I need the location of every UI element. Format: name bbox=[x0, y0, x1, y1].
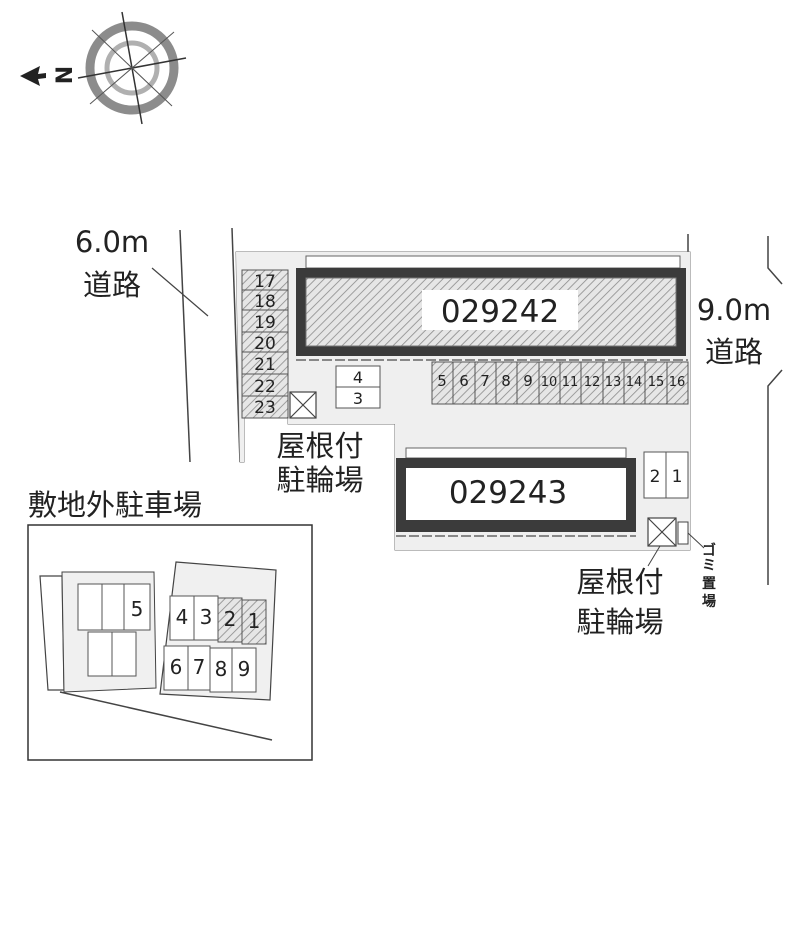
bike-shelter-1-line1: 屋根付 bbox=[276, 429, 363, 463]
parking-left-column bbox=[241, 269, 289, 419]
parking-21: 21 bbox=[254, 355, 276, 375]
parking-right-pair bbox=[643, 451, 689, 499]
bike-shelter-2-icon bbox=[647, 517, 677, 567]
parking-23: 23 bbox=[254, 398, 276, 418]
parking-8: 8 bbox=[501, 372, 511, 390]
offsite-parking-6: 6 bbox=[170, 655, 183, 679]
road-left bbox=[151, 227, 241, 463]
parking-4: 4 bbox=[353, 368, 363, 387]
parking-2: 2 bbox=[650, 467, 661, 487]
parking-5: 5 bbox=[437, 372, 447, 390]
parking-7: 7 bbox=[480, 372, 490, 390]
parking-small-pair bbox=[335, 365, 381, 409]
building-label-029242: 029242 bbox=[441, 294, 559, 330]
parking-9: 9 bbox=[523, 372, 533, 390]
parking-10: 10 bbox=[541, 375, 558, 390]
parking-20: 20 bbox=[254, 334, 276, 354]
building-029242 bbox=[296, 255, 688, 361]
parking-3: 3 bbox=[353, 389, 363, 408]
road-right-width: 9.0m bbox=[697, 293, 771, 327]
offsite-parking-4: 4 bbox=[176, 605, 189, 629]
parking-1: 1 bbox=[672, 467, 683, 487]
parking-19: 19 bbox=[254, 313, 276, 333]
building-029243 bbox=[396, 447, 636, 537]
offsite-parking-8: 8 bbox=[215, 657, 228, 681]
garbage-label-4: 場 bbox=[702, 593, 716, 610]
parking-13: 13 bbox=[605, 375, 622, 390]
parking-17: 17 bbox=[254, 272, 276, 292]
parking-18: 18 bbox=[254, 292, 276, 312]
garbage-label-2: ミ bbox=[702, 558, 716, 574]
parking-row bbox=[431, 361, 689, 405]
parking-16: 16 bbox=[669, 375, 686, 390]
offsite-parking-2: 2 bbox=[224, 607, 237, 631]
compass-icon bbox=[20, 11, 187, 125]
offsite-parking-7: 7 bbox=[193, 655, 206, 679]
north-letter: N bbox=[53, 66, 78, 84]
offsite-parking-9: 9 bbox=[238, 657, 251, 681]
road-right bbox=[687, 234, 783, 585]
garbage-area-icon bbox=[677, 521, 705, 549]
offsite-parking-3: 3 bbox=[200, 605, 213, 629]
offsite-inset-map bbox=[27, 524, 313, 761]
parking-12: 12 bbox=[584, 375, 601, 390]
building-label-029243: 029243 bbox=[449, 475, 567, 511]
parking-15: 15 bbox=[648, 375, 665, 390]
parking-22: 22 bbox=[254, 377, 276, 397]
bike-shelter-icon bbox=[289, 391, 317, 419]
offsite-parking-5: 5 bbox=[131, 597, 144, 621]
road-right-name: 道路 bbox=[705, 335, 763, 369]
garbage-label-1: ゴ bbox=[702, 542, 716, 559]
road-left-width: 6.0m bbox=[75, 225, 149, 259]
offsite-parking-1: 1 bbox=[248, 609, 261, 633]
offsite-title: 敷地外駐車場 bbox=[28, 488, 202, 522]
parking-14: 14 bbox=[626, 375, 643, 390]
bike-shelter-2-line2: 駐輪場 bbox=[576, 605, 663, 639]
parking-11: 11 bbox=[562, 375, 579, 390]
road-left-name: 道路 bbox=[83, 268, 141, 302]
bike-shelter-2-line1: 屋根付 bbox=[576, 565, 663, 599]
parking-6: 6 bbox=[459, 372, 469, 390]
garbage-label-3: 置 bbox=[702, 575, 716, 592]
bike-shelter-1-line2: 駐輪場 bbox=[276, 463, 363, 497]
